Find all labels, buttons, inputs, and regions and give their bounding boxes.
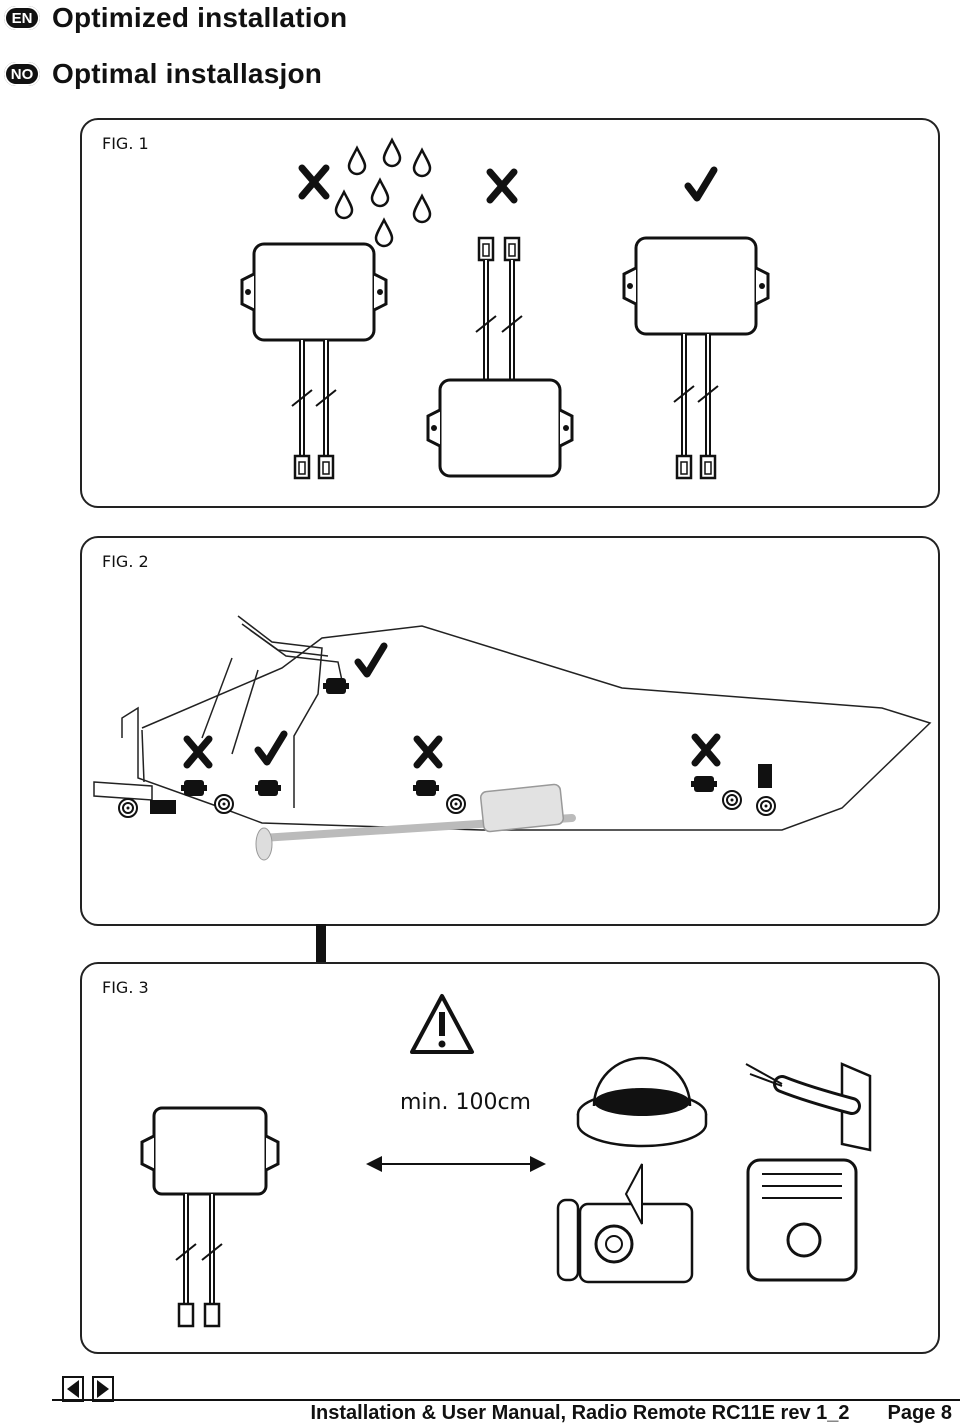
figure-2-label: FIG. 2 bbox=[102, 552, 149, 571]
figure-3-label: FIG. 3 bbox=[102, 978, 149, 997]
figure-2-panel: FIG. 2 bbox=[80, 536, 940, 926]
en-badge: EN bbox=[4, 6, 40, 30]
compass-icon bbox=[576, 1056, 708, 1148]
figure-1-illustration bbox=[240, 138, 770, 480]
distance-label: min. 100cm bbox=[400, 1090, 531, 1115]
figure-2-boat-illustration bbox=[93, 615, 932, 861]
no-badge: NO bbox=[4, 62, 40, 86]
footer-divider bbox=[52, 1399, 960, 1401]
figure-3-illustration bbox=[140, 994, 872, 1328]
header-en: EN Optimized installation bbox=[4, 2, 347, 34]
control-box-icon bbox=[622, 236, 770, 480]
header-no: NO Optimal installasjon bbox=[4, 58, 322, 90]
figure-1-panel: FIG. 1 bbox=[80, 118, 940, 508]
triangle-right-icon bbox=[97, 1380, 109, 1398]
no-title: Optimal installasjon bbox=[52, 58, 323, 89]
thruster-icon bbox=[756, 764, 776, 816]
figure-1-label: FIG. 1 bbox=[102, 134, 149, 153]
cable-bulkhead-icon bbox=[745, 1062, 872, 1152]
radio-icon bbox=[556, 1163, 694, 1284]
prev-page-button[interactable] bbox=[62, 1376, 84, 1402]
engine-icon bbox=[746, 1158, 858, 1282]
warning-icon bbox=[410, 994, 474, 1054]
control-box-icon bbox=[140, 1106, 280, 1328]
page-number: Page 8 bbox=[887, 1402, 952, 1424]
figure-3-panel: FIG. 3 bbox=[80, 962, 940, 1354]
triangle-left-icon bbox=[67, 1380, 79, 1398]
boat-hull bbox=[121, 625, 932, 831]
control-box-icon bbox=[426, 236, 574, 478]
manual-title: Installation & User Manual, Radio Remote… bbox=[310, 1402, 850, 1424]
thruster-icon bbox=[118, 798, 176, 818]
distance-arrow-icon bbox=[366, 1156, 546, 1172]
en-title: Optimized installation bbox=[52, 2, 348, 33]
footer: Installation & User Manual, Radio Remote… bbox=[272, 1402, 952, 1425]
control-box-icon bbox=[240, 242, 388, 480]
next-page-button[interactable] bbox=[92, 1376, 114, 1402]
